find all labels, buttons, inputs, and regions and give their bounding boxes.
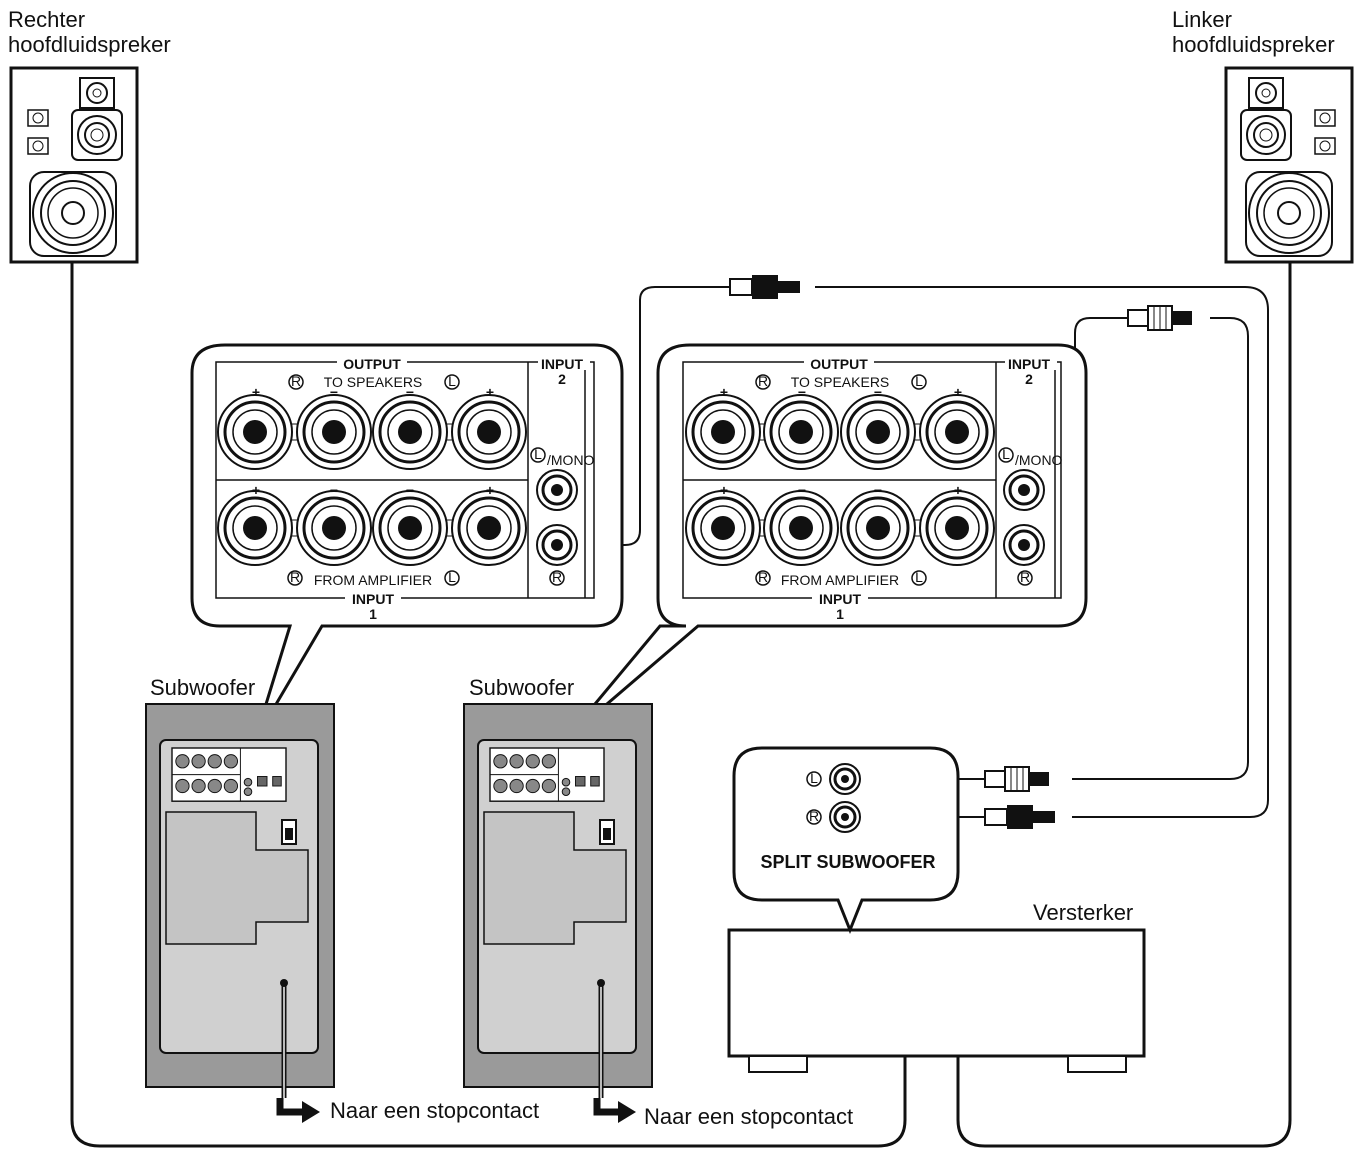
- rca-jack-r: [535, 523, 579, 567]
- cable-l-return: [1072, 317, 1249, 780]
- cable-left-speaker: [956, 262, 1292, 1148]
- cable-r-left: [575, 286, 720, 546]
- minus-sign: −: [330, 384, 338, 400]
- badge-l: L: [448, 373, 456, 389]
- plus-sign: +: [252, 482, 260, 498]
- to-speakers-label: TO SPEAKERS: [791, 374, 890, 390]
- left-panel-callout: [190, 343, 624, 741]
- minus-sign: −: [874, 384, 882, 400]
- badge-r: R: [1020, 569, 1030, 585]
- left-panel-labels: OUTPUT TO SPEAKERS + − − + R L + − − + R…: [252, 354, 595, 622]
- input1-num: 1: [369, 606, 377, 622]
- mono-label: /MONO: [1015, 452, 1063, 468]
- output-label: OUTPUT: [810, 356, 868, 372]
- rca-plug-black-top: [719, 274, 801, 300]
- badge-r: R: [290, 569, 300, 585]
- cable-r-return: [815, 286, 1269, 818]
- plus-sign: +: [252, 384, 260, 400]
- plus-sign: +: [720, 384, 728, 400]
- terminal: [918, 393, 996, 471]
- minus-sign: −: [798, 384, 806, 400]
- power-arrow-left: [276, 1098, 320, 1123]
- rca-plug-white-amp: [974, 766, 1050, 792]
- plus-sign: +: [954, 384, 962, 400]
- input2-num: 2: [558, 371, 566, 387]
- to-speakers-label: TO SPEAKERS: [324, 374, 423, 390]
- terminal: [839, 489, 917, 567]
- from-amplifier-label: FROM AMPLIFIER: [781, 572, 899, 588]
- rca-jack-l-mono: [535, 468, 579, 512]
- terminal: [371, 489, 449, 567]
- right-speaker-label-line2: hoofdluidspreker: [8, 32, 171, 57]
- amplifier: [727, 928, 1146, 1073]
- amplifier-label: Versterker: [1033, 900, 1133, 925]
- rca-plug-white-top: [1117, 305, 1193, 331]
- amp-badge-r: R: [809, 808, 819, 824]
- badge-l: L: [1002, 446, 1010, 462]
- amp-badge-l: L: [810, 770, 818, 786]
- badge-r: R: [758, 569, 768, 585]
- terminal: [216, 393, 294, 471]
- output-label: OUTPUT: [343, 356, 401, 372]
- right-panel-labels: OUTPUT TO SPEAKERS + − − + R L + − − + R…: [720, 354, 1063, 622]
- left-main-speaker: [1224, 66, 1354, 264]
- plus-sign: +: [720, 482, 728, 498]
- badge-r: R: [758, 373, 768, 389]
- badge-l: L: [915, 569, 923, 585]
- power-arrow-right: [593, 1098, 636, 1123]
- input2-num: 2: [1025, 371, 1033, 387]
- terminal: [839, 393, 917, 471]
- subwoofer-right: [463, 703, 653, 1098]
- speaker-cables: [70, 262, 1292, 1148]
- minus-sign: −: [406, 384, 414, 400]
- input1-word: INPUT: [819, 591, 861, 607]
- amplifier-callout: [732, 746, 960, 935]
- terminal: [450, 489, 528, 567]
- terminal: [918, 489, 996, 567]
- mono-label: /MONO: [547, 452, 595, 468]
- terminal: [762, 393, 840, 471]
- badge-r: R: [291, 373, 301, 389]
- input2-word: INPUT: [541, 356, 583, 372]
- from-amplifier-label: FROM AMPLIFIER: [314, 572, 432, 588]
- badge-l: L: [915, 373, 923, 389]
- plus-sign: +: [486, 482, 494, 498]
- rca-plug-black-amp: [974, 804, 1056, 830]
- terminal: [450, 393, 528, 471]
- minus-sign: −: [330, 482, 338, 498]
- left-speaker-label-line1: Linker: [1172, 7, 1232, 32]
- rca-jack-r: [1002, 523, 1046, 567]
- power-label-left: Naar een stopcontact: [330, 1098, 539, 1123]
- input2-word: INPUT: [1008, 356, 1050, 372]
- input1-num: 1: [836, 606, 844, 622]
- right-panel-callout: [563, 343, 1088, 742]
- subwoofer-left: [145, 703, 335, 1098]
- terminal: [295, 489, 373, 567]
- terminal: [295, 393, 373, 471]
- minus-sign: −: [406, 482, 414, 498]
- left-speaker-label-line2: hoofdluidspreker: [1172, 32, 1335, 57]
- input1-word: INPUT: [352, 591, 394, 607]
- terminal: [371, 393, 449, 471]
- terminal: [684, 393, 762, 471]
- subwoofer-left-label: Subwoofer: [150, 675, 255, 700]
- minus-sign: −: [798, 482, 806, 498]
- right-speaker-label-line1: Rechter: [8, 7, 85, 32]
- plus-sign: +: [486, 384, 494, 400]
- terminal: [216, 489, 294, 567]
- minus-sign: −: [874, 482, 882, 498]
- subwoofer-right-label: Subwoofer: [469, 675, 574, 700]
- plus-sign: +: [954, 482, 962, 498]
- badge-l: L: [534, 446, 542, 462]
- terminal: [684, 489, 762, 567]
- power-label-right: Naar een stopcontact: [644, 1104, 853, 1129]
- right-main-speaker: [9, 66, 139, 264]
- split-subwoofer-label: SPLIT SUBWOOFER: [761, 852, 936, 872]
- rca-jack-l-mono: [1002, 468, 1046, 512]
- badge-l: L: [448, 569, 456, 585]
- terminal: [762, 489, 840, 567]
- badge-r: R: [552, 569, 562, 585]
- cable-right-speaker: [70, 262, 907, 1148]
